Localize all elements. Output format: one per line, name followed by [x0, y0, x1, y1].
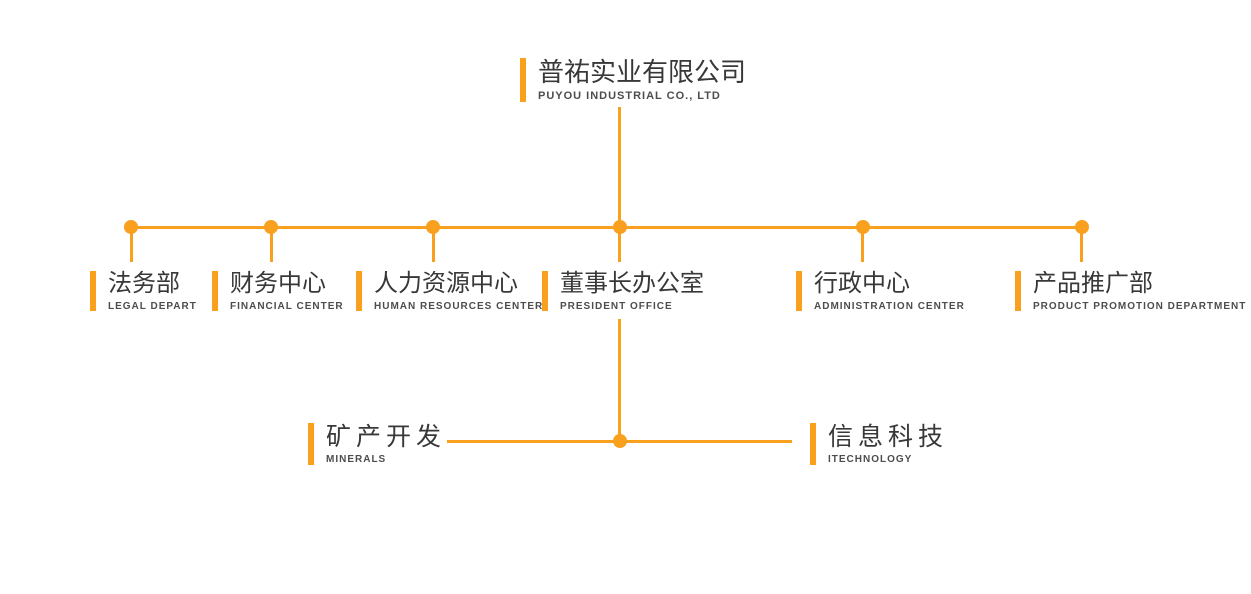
dept-title-zh: 财务中心	[230, 270, 326, 298]
dept-title-zh: 行政中心	[814, 270, 910, 298]
branch-dot	[1075, 220, 1089, 234]
trunk-line-president	[618, 319, 621, 441]
root-subtitle-en: PUYOU INDUSTRIAL CO., LTD	[538, 90, 721, 103]
org-node-hr-center: 人力资源中心 HUMAN RESOURCES CENTER	[356, 270, 544, 312]
branch-drop-line	[618, 228, 621, 262]
dept-subtitle-en: FINANCIAL CENTER	[230, 300, 344, 312]
dept-title-zh: 产品推广部	[1033, 270, 1153, 298]
dept-title-zh: 董事长办公室	[560, 270, 704, 298]
branch-drop-line	[130, 228, 133, 262]
sub-subtitle-en: MINERALS	[326, 454, 387, 466]
org-node-minerals: 矿产开发 MINERALS	[308, 423, 446, 465]
accent-bar	[810, 423, 816, 465]
org-node-legal-depart: 法务部 LEGAL DEPART	[90, 270, 197, 312]
branch-dot	[613, 220, 627, 234]
branch-drop-line	[270, 228, 273, 262]
branch-drop-line	[432, 228, 435, 262]
branch-drop-line	[861, 228, 864, 262]
trunk-line-top	[618, 107, 621, 229]
root-title-zh: 普祐实业有限公司	[538, 56, 747, 87]
dept-title-zh: 人力资源中心	[374, 270, 518, 298]
accent-bar	[796, 271, 802, 311]
org-node-administration-center: 行政中心 ADMINISTRATION CENTER	[796, 270, 965, 312]
accent-bar	[308, 423, 314, 465]
dept-subtitle-en: PRESIDENT OFFICE	[560, 300, 673, 312]
org-node-product-promotion: 产品推广部 PRODUCT PROMOTION DEPARTMENT	[1015, 270, 1247, 312]
branch-drop-line	[1080, 228, 1083, 262]
branch-dot	[426, 220, 440, 234]
sub-title-zh: 信息科技	[828, 422, 949, 451]
level1-rail-line	[131, 226, 1082, 229]
branch-dot	[856, 220, 870, 234]
sub-subtitle-en: ITECHNOLOGY	[828, 454, 913, 466]
accent-bar	[212, 271, 218, 311]
accent-bar	[1015, 271, 1021, 311]
dept-subtitle-en: PRODUCT PROMOTION DEPARTMENT	[1033, 300, 1247, 312]
dept-subtitle-en: HUMAN RESOURCES CENTER	[374, 300, 544, 312]
accent-bar	[356, 271, 362, 311]
sub-title-zh: 矿产开发	[326, 422, 447, 451]
org-node-president-office: 董事长办公室 PRESIDENT OFFICE	[542, 270, 704, 312]
dept-subtitle-en: ADMINISTRATION CENTER	[814, 300, 965, 312]
org-node-itechnology: 信息科技 ITECHNOLOGY	[810, 423, 948, 465]
accent-bar	[542, 271, 548, 311]
branch-dot	[264, 220, 278, 234]
org-node-financial-center: 财务中心 FINANCIAL CENTER	[212, 270, 344, 312]
accent-bar	[90, 271, 96, 311]
org-node-root: 普祐实业有限公司 PUYOU INDUSTRIAL CO., LTD	[520, 56, 747, 103]
level2-branch-dot	[613, 434, 627, 448]
branch-dot	[124, 220, 138, 234]
dept-title-zh: 法务部	[108, 270, 180, 298]
dept-subtitle-en: LEGAL DEPART	[108, 300, 197, 312]
accent-bar	[520, 58, 526, 102]
